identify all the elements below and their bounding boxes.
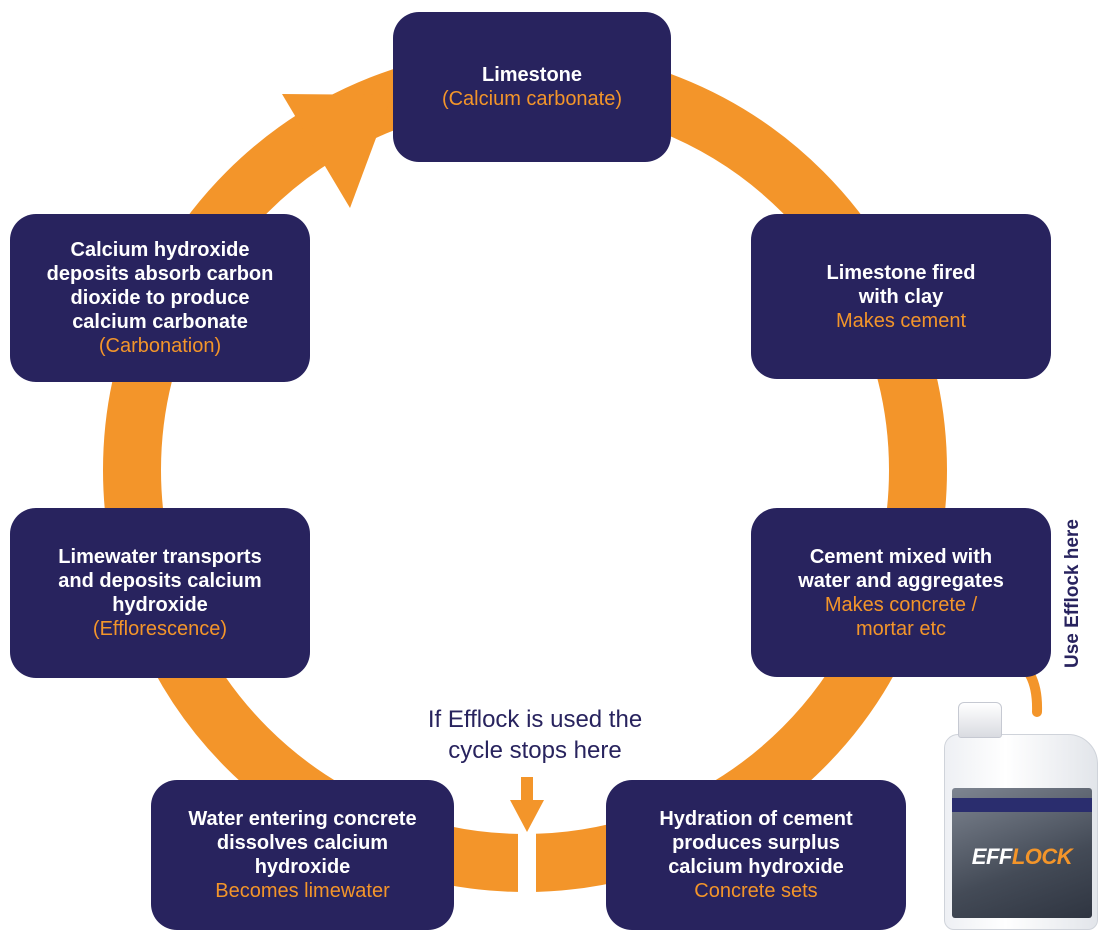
step-title-line: produces surplus <box>672 832 840 854</box>
step-subtitle-line: (Calcium carbonate) <box>441 88 623 110</box>
step-title-line: Hydration of cement <box>659 808 853 830</box>
step-subtitle-line: Becomes limewater <box>215 880 390 902</box>
step-title-line: calcium hydroxide <box>668 856 844 878</box>
stop-note-line: If Efflock is used the <box>427 706 643 733</box>
step-title-line: water and aggregates <box>798 569 1004 592</box>
stop-down-arrow <box>510 777 544 832</box>
step-title-line: hydroxide <box>254 856 351 878</box>
step-subtitle-line: (Carbonation) <box>98 335 222 357</box>
logo-part-a: EFF <box>971 844 1013 869</box>
step-title-line: Limestone <box>481 64 583 86</box>
step-title-line: Calcium hydroxide <box>70 239 250 261</box>
step-title-line: Limewater transports <box>58 546 262 568</box>
bottle-cap <box>958 702 1002 738</box>
step-hydration: Hydration of cement produces surplus cal… <box>606 780 906 930</box>
step-subtitle-line: Makes concrete / <box>824 593 978 616</box>
step-limestone-fired: Limestone fired with clay Makes cement <box>751 214 1051 379</box>
step-title-line: Water entering concrete <box>188 808 417 830</box>
step-subtitle-line: Concrete sets <box>694 880 818 902</box>
step-title-line: calcium carbonate <box>72 311 248 333</box>
ring-arrowhead <box>282 94 392 208</box>
step-title-line: hydroxide <box>112 594 208 616</box>
step-title-line: Cement mixed with <box>809 545 993 568</box>
label-band <box>952 798 1092 812</box>
step-carbonation: Calcium hydroxide deposits absorb carbon… <box>10 214 310 382</box>
bottle-label: EFFLOCK <box>952 788 1092 918</box>
efflock-product-bottle: EFFLOCK <box>942 700 1102 932</box>
step-limewater: Limewater transports and deposits calciu… <box>10 508 310 678</box>
stop-note-line: cycle stops here <box>448 737 622 764</box>
step-water-entering: Water entering concrete dissolves calciu… <box>151 780 454 930</box>
step-subtitle-line: mortar etc <box>855 617 947 640</box>
step-title-line: Limestone fired <box>826 261 976 284</box>
use-efflock-label: Use Efflock here <box>1062 519 1083 669</box>
step-subtitle-line: Makes cement <box>835 309 967 332</box>
step-limestone: Limestone (Calcium carbonate) <box>393 12 671 162</box>
step-title-line: dissolves calcium <box>216 832 389 854</box>
product-logo: EFFLOCK <box>952 844 1092 870</box>
step-title-line: and deposits calcium <box>58 570 262 592</box>
step-subtitle-line: (Efflorescence) <box>92 618 228 640</box>
step-title-line: dioxide to produce <box>70 287 250 309</box>
step-title-line: with clay <box>858 285 944 308</box>
cycle-stop-note: If Efflock is used the cycle stops here <box>380 704 690 766</box>
step-title-line: deposits absorb carbon <box>46 263 274 285</box>
step-cement-mixed: Cement mixed with water and aggregates M… <box>751 508 1051 677</box>
logo-part-b: LOCK <box>1011 844 1073 869</box>
